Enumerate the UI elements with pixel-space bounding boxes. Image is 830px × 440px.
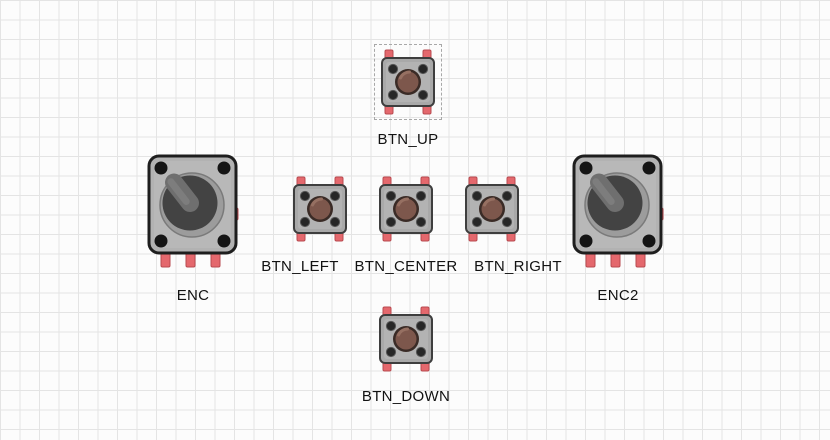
knob-shaft[interactable] [161,170,202,216]
pushbutton-graphic [379,306,433,372]
corner-contacts [385,190,427,228]
corner-screws [579,161,656,248]
component-enc[interactable]: ENC [147,154,239,304]
component-label: BTN_LEFT [261,258,339,275]
component-label: BTN_CENTER [354,258,458,275]
rotary-encoder-graphic [147,154,239,268]
button-cap-highlight [483,197,495,207]
button-cap-highlight [397,197,409,207]
button-cap [481,198,503,220]
component-btn-down[interactable]: BTN_DOWN [362,306,450,405]
pushbutton-graphic [465,176,519,242]
pushbutton-graphic [379,176,433,242]
button-cap [395,198,417,220]
corner-contacts [299,190,341,228]
button-cap-highlight [397,327,409,337]
button-cap [397,71,419,93]
corner-contacts [471,190,513,228]
corner-contacts [387,63,429,101]
component-enc2[interactable]: ENC2 [572,154,664,304]
pushbutton-graphic [293,176,347,242]
button-cap [395,328,417,350]
button-cap-highlight [399,70,411,80]
corner-contacts [385,320,427,358]
component-btn-right[interactable]: BTN_RIGHT [463,176,562,275]
knob-shaft[interactable] [586,170,627,216]
component-label: BTN_RIGHT [474,258,562,275]
corner-screws [154,161,231,248]
encoder-pins [585,207,664,268]
component-label: ENC [176,287,210,304]
component-label: BTN_UP [377,131,439,148]
button-cap [309,198,331,220]
rotary-encoder-graphic [572,154,664,268]
pushbutton-graphic [381,49,435,115]
component-btn-center[interactable]: BTN_CENTER [354,176,457,275]
component-btn-up[interactable]: BTN_UP [374,44,442,148]
component-label: BTN_DOWN [361,388,451,405]
component-label: ENC2 [597,287,639,304]
component-btn-left[interactable]: BTN_LEFT [261,176,349,275]
button-cap-highlight [311,197,323,207]
